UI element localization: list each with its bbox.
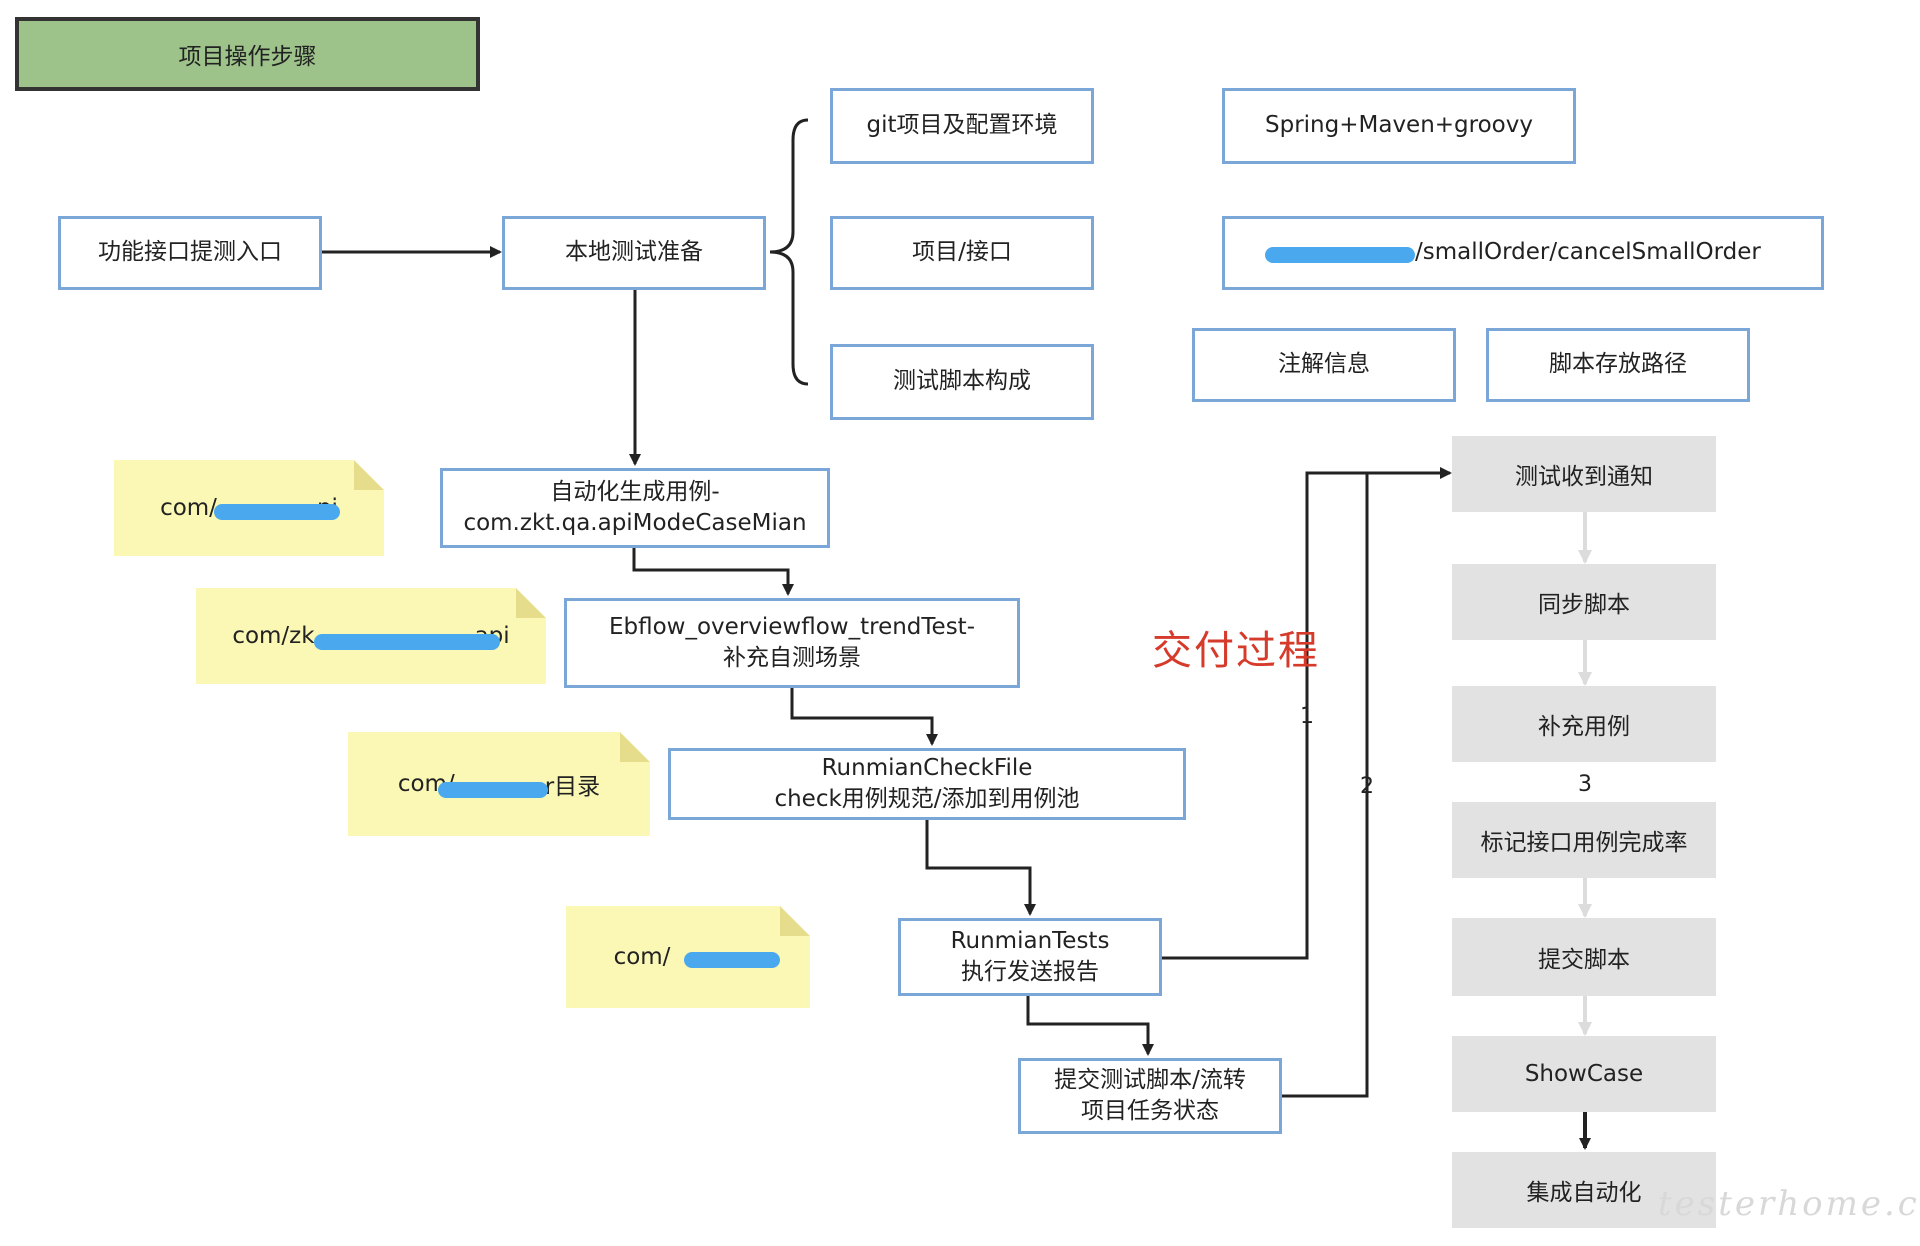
node-api-path: /smallOrder/cancelSmallOrder: [1222, 216, 1824, 290]
node-entry: 功能接口提测入口: [58, 216, 322, 290]
node-script-path: 脚本存放路径: [1486, 328, 1750, 402]
node-git-env: git项目及配置环境: [830, 88, 1094, 164]
diagram-title-text: 项目操作步骤: [178, 44, 317, 70]
marker-1: 1: [1300, 704, 1314, 729]
step-sync-script: 同步脚本: [1452, 564, 1716, 640]
node-submit: 提交测试脚本/流转 项目任务状态: [1018, 1058, 1282, 1134]
node-run-tests: RunmianTests 执行发送报告: [898, 918, 1162, 996]
api-path-text: /smallOrder/cancelSmallOrder: [1415, 239, 1761, 266]
arrow-autogen-to-ebflow: [632, 548, 794, 596]
step-supplement-cases: 补充用例: [1452, 686, 1716, 762]
step-integration: 集成自动化: [1452, 1152, 1716, 1228]
arrow-run-to-submit: [1026, 996, 1154, 1056]
redaction-scribble: [1265, 247, 1415, 263]
watermark: testerhome.com: [1658, 1184, 1920, 1224]
node-tech-stack: Spring+Maven+groovy: [1222, 88, 1576, 164]
node-check-file: RunmianCheckFile check用例规范/添加到用例池: [668, 748, 1186, 820]
node-ebflow: Ebflow_overviewflow_trendTest- 补充自测场景: [564, 598, 1020, 688]
marker-3: 3: [1578, 772, 1592, 797]
arrow-check-to-run: [925, 820, 1036, 916]
step-mark-completion: 标记接口用例完成率: [1452, 802, 1716, 878]
redaction-scribble: [314, 634, 500, 650]
step-showcase: ShowCase: [1452, 1036, 1716, 1112]
node-local-prep: 本地测试准备: [502, 216, 766, 290]
sticky-note: com/r目录: [348, 732, 650, 836]
step-notify: 测试收到通知: [1452, 436, 1716, 512]
marker-2: 2: [1360, 774, 1374, 799]
redaction-scribble: [438, 782, 548, 798]
sticky-note: com/: [566, 906, 810, 1008]
brace: [769, 118, 809, 386]
redaction-scribble: [214, 504, 340, 520]
sticky-note: com/zkapi: [196, 588, 546, 684]
arrow-run-to-notify: [1160, 467, 1452, 960]
sticky-note: com/pi: [114, 460, 384, 556]
node-annotation-info: 注解信息: [1192, 328, 1456, 402]
delivery-label: 交付过程: [1152, 628, 1320, 674]
node-auto-gen: 自动化生成用例- com.zkt.qa.apiModeCaseMian: [440, 468, 830, 548]
redaction-scribble: [684, 952, 780, 968]
diagram-title: 项目操作步骤: [15, 17, 480, 91]
arrow-ebflow-to-check: [790, 688, 938, 746]
node-project-api: 项目/接口: [830, 216, 1094, 290]
arrow-submit-to-notify: [1280, 473, 1369, 1098]
node-script-compose: 测试脚本构成: [830, 344, 1094, 420]
step-submit-script: 提交脚本: [1452, 918, 1716, 996]
